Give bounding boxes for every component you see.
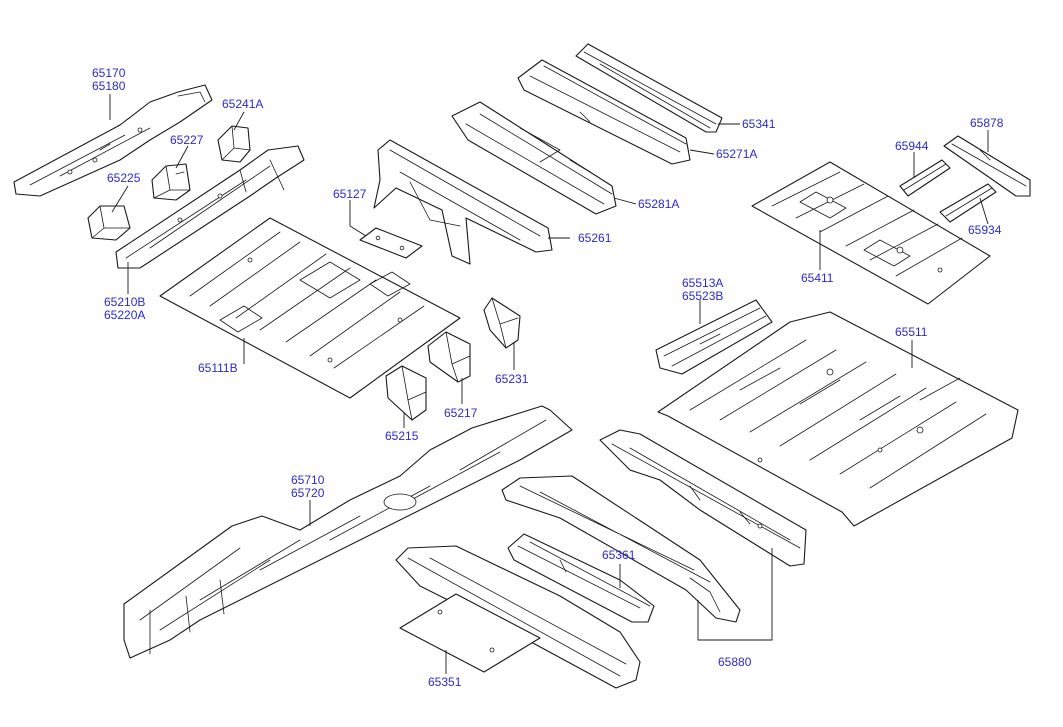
part-65880-rail-upper <box>599 429 807 567</box>
label-65944: 65944 <box>895 139 929 153</box>
label-65127: 65127 <box>333 187 367 201</box>
label-65271A: 65271A <box>716 147 758 161</box>
part-65361-member <box>507 533 655 623</box>
part-65241A-bracket <box>217 125 251 163</box>
part-65217-bracket <box>427 331 471 383</box>
label-65241A: 65241A <box>222 97 264 111</box>
label-65513A-65523B: 65513A 65523B <box>682 277 723 303</box>
label-65411: 65411 <box>801 271 834 285</box>
label-65710: 65710 <box>291 473 325 487</box>
part-65511-center-floor <box>657 311 1019 527</box>
part-65170-rail <box>13 84 213 197</box>
label-65220A: 65220A <box>104 308 146 322</box>
part-65880-rail-lower <box>501 475 741 623</box>
part-65231-bracket <box>483 297 521 349</box>
part-65215-bracket <box>385 365 427 421</box>
label-65523B: 65523B <box>682 289 724 303</box>
label-65217: 65217 <box>444 406 478 420</box>
label-65210B-65220A: 65210B 65220A <box>104 296 145 322</box>
part-65944-member <box>899 159 951 197</box>
label-65351: 65351 <box>428 675 462 689</box>
label-65361: 65361 <box>602 548 636 562</box>
label-65225: 65225 <box>107 171 141 185</box>
part-65225-bracket <box>87 205 131 241</box>
part-65341-member <box>575 43 723 133</box>
part-65411-rear-floor <box>751 161 991 305</box>
label-65170-65180: 65170 65180 <box>92 67 125 93</box>
part-65127-plate <box>359 227 423 259</box>
label-65231: 65231 <box>495 372 529 386</box>
leader-lines <box>109 94 989 674</box>
part-65111B-front-floor <box>159 217 461 399</box>
label-65180: 65180 <box>92 79 126 93</box>
label-65934: 65934 <box>968 223 1002 237</box>
part-65934-member <box>939 183 997 223</box>
label-65710-65720: 65710 65720 <box>291 474 324 500</box>
part-65210B-side-member <box>115 145 305 269</box>
label-65511: 65511 <box>895 325 928 339</box>
label-65281A: 65281A <box>638 197 680 211</box>
part-65513A-member <box>655 299 773 375</box>
part-65281A-crossmember <box>451 101 617 215</box>
label-65227: 65227 <box>170 133 204 147</box>
part-65710-rear-side-member <box>123 405 573 659</box>
label-65720: 65720 <box>291 486 325 500</box>
label-65215: 65215 <box>385 429 419 443</box>
label-65513A: 65513A <box>682 276 724 290</box>
label-65261: 65261 <box>578 231 612 245</box>
label-65210B: 65210B <box>104 295 146 309</box>
part-65227-bracket <box>151 163 191 201</box>
part-65271A-member <box>517 59 691 165</box>
label-65341: 65341 <box>742 117 776 131</box>
part-65878-member <box>943 135 1031 197</box>
label-65111B: 65111B <box>198 361 238 375</box>
label-65878: 65878 <box>970 116 1004 130</box>
label-65170: 65170 <box>92 66 126 80</box>
part-65351-member <box>395 545 641 689</box>
label-65880: 65880 <box>718 655 752 669</box>
part-65261-crossmember <box>373 139 553 265</box>
